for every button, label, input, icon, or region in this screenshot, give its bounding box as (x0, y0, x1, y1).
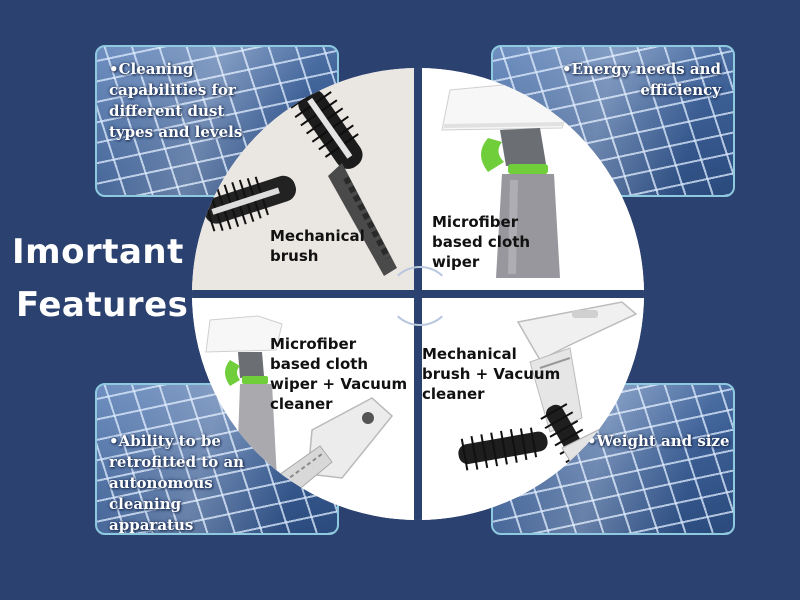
label-wiper-vacuum: Microfiber based cloth wiper + Vacuum cl… (270, 335, 408, 413)
spray-wiper-icon (441, 81, 573, 278)
centre-ring (388, 266, 452, 326)
label-brush-vacuum: Mechanical brush + Vacuum cleaner (422, 345, 561, 403)
quadrant-wiper-vacuum: Microfiber based cloth wiper + Vacuum cl… (192, 298, 414, 520)
heading-line-2: Features (16, 285, 189, 325)
heading-line-1: Imortant (12, 232, 184, 272)
handheld-vacuum-icon (205, 315, 394, 513)
brush-icon (201, 84, 397, 276)
brush-vacuum-icon (458, 301, 638, 478)
quadrant-microfiber-wiper: Microfiber based cloth wiper (422, 68, 644, 290)
quadrant-mechanical-brush: Mechanical brush (192, 68, 414, 290)
label-mechanical-brush: Mechanical brush (270, 227, 365, 265)
quadrant-brush-vacuum: Mechanical brush + Vacuum cleaner (422, 298, 644, 520)
device-circle: Mechanical brush Microfiber based cloth … (192, 68, 644, 520)
label-microfiber-wiper: Microfiber based cloth wiper (432, 213, 531, 271)
